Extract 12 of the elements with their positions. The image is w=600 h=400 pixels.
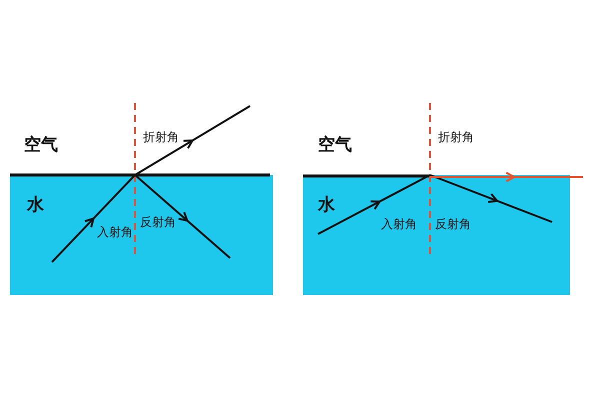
medium-label: 空气 (318, 137, 352, 154)
medium-label: 水 (27, 197, 44, 214)
water-region (303, 175, 570, 295)
water-region (10, 175, 273, 295)
angle-label: 反射角 (435, 218, 471, 230)
medium-label: 空气 (24, 137, 58, 154)
angle-label: 入射角 (381, 218, 417, 230)
angle-label: 入射角 (97, 226, 133, 238)
angle-label: 反射角 (140, 216, 176, 228)
angle-label: 折射角 (438, 131, 474, 143)
medium-label: 水 (318, 197, 335, 214)
angle-label: 折射角 (143, 131, 179, 143)
